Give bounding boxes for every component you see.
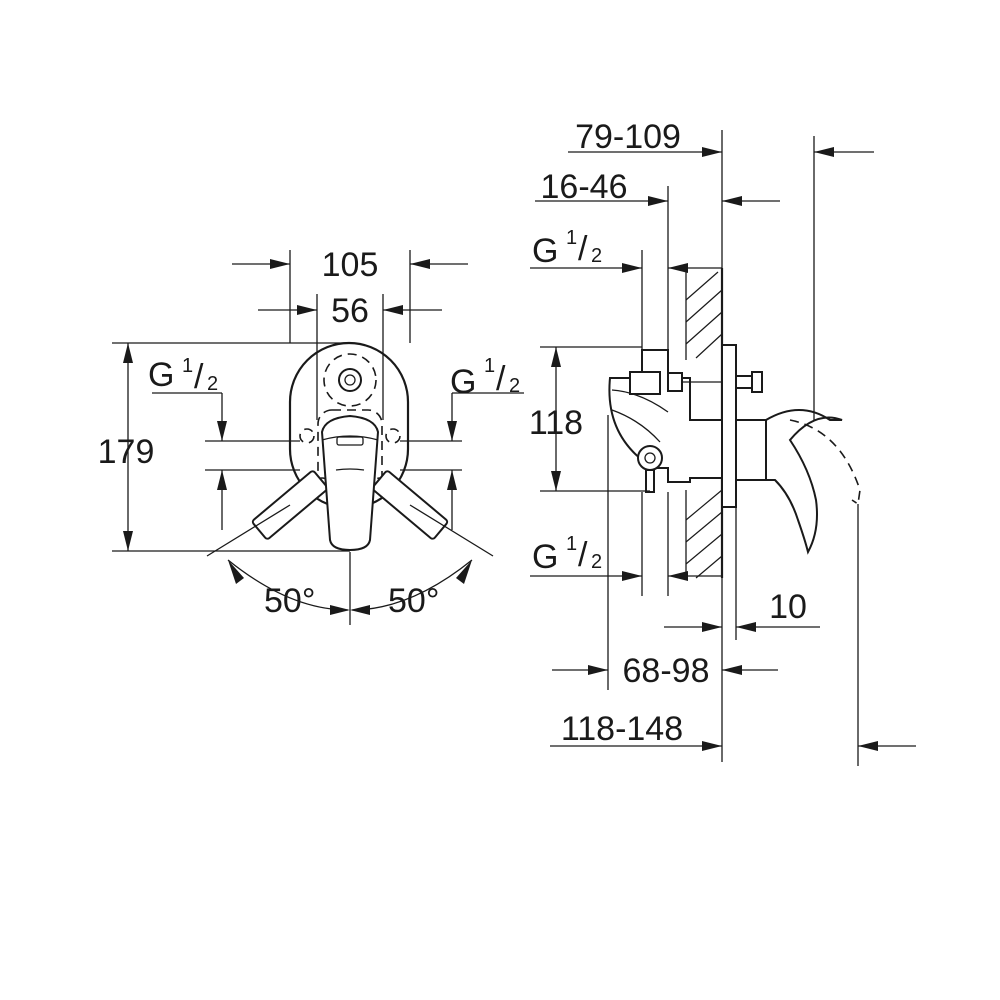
thread-slash: / — [194, 358, 204, 396]
dim-plate-gap: 10 — [769, 588, 807, 626]
thread-g: G — [148, 356, 174, 394]
dim-10: 10 — [664, 507, 820, 762]
angle-dims: 50° 50° — [206, 504, 494, 620]
front-view: 105 56 179 G 1 / 2 — [98, 246, 524, 625]
dim-56: 56 — [258, 292, 442, 420]
thread-den: 2 — [207, 373, 218, 395]
dim-width-outer: 105 — [322, 246, 379, 284]
thread-slash: / — [578, 230, 588, 268]
diverter-knob — [323, 353, 377, 407]
dim-118: 118 — [529, 346, 650, 492]
thread-slash: / — [578, 536, 588, 574]
dim-depth-install: 68-98 — [623, 652, 710, 690]
angle-left: 50° — [264, 582, 315, 620]
dim-179: 179 — [98, 342, 350, 552]
dim-depth-total-top: 79-109 — [575, 118, 681, 156]
side-lever — [735, 409, 861, 555]
dim-68-98: 68-98 — [552, 415, 778, 690]
lever-handle — [320, 414, 380, 552]
inlet-label-bottom: G 1 / 2 — [530, 492, 722, 596]
concealed-body — [608, 349, 763, 493]
thread-num: 1 — [566, 533, 577, 555]
cover-plate — [721, 344, 737, 508]
dim-depth-total-bottom: 118-148 — [561, 710, 683, 748]
thread-g: G — [532, 538, 558, 576]
dim-width-inner: 56 — [331, 292, 369, 330]
dim-side-height: 118 — [529, 404, 583, 442]
thread-num: 1 — [566, 227, 577, 249]
dim-79-109: 79-109 — [568, 118, 874, 420]
svg-text:G: G — [148, 356, 174, 394]
side-view: 79-109 16-46 G 1 / 2 — [529, 118, 916, 766]
dim-118-148: 118-148 — [550, 504, 916, 766]
thread-den: 2 — [591, 551, 602, 573]
thread-g: G — [532, 232, 558, 270]
inlet-label-left: G 1 / 2 — [148, 355, 300, 530]
thread-den: 2 — [591, 245, 602, 267]
dim-16-46: 16-46 — [535, 168, 780, 350]
thread-den: 2 — [509, 375, 520, 397]
dim-height: 179 — [98, 433, 155, 471]
dim-depth-body: 16-46 — [541, 168, 628, 206]
thread-g: G — [450, 363, 476, 401]
inlet-label-top: G 1 / 2 — [530, 227, 722, 350]
angle-right: 50° — [388, 582, 439, 620]
thread-num: 1 — [182, 355, 193, 377]
thread-num: 1 — [484, 355, 495, 377]
inlet-label-right: G 1 / 2 — [400, 355, 524, 530]
thread-slash: / — [496, 360, 506, 398]
dim-105: 105 — [232, 246, 468, 343]
